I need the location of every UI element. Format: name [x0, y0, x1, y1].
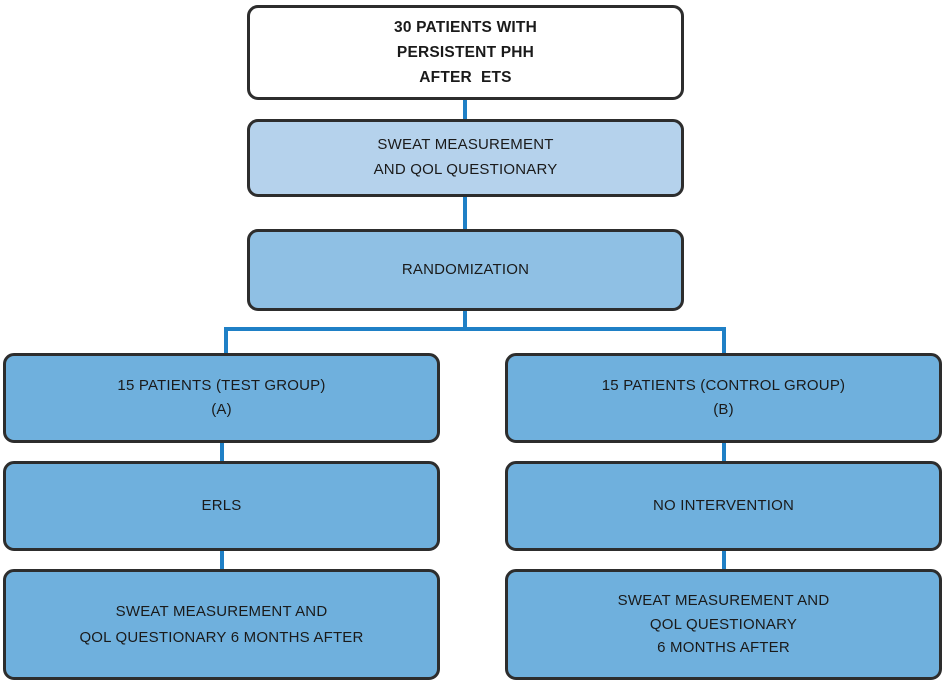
node-enrollment-line-1: 30 PATIENTS WITH: [394, 18, 537, 36]
node-enrollment-line-2: PERSISTENT PHH: [396, 43, 535, 61]
node-baseline-assessment: SWEAT MEASUREMENT AND QOL QUESTIONARY: [247, 119, 684, 197]
node-no-intervention: NO INTERVENTION: [505, 461, 942, 551]
connector-split-drop-right: [722, 327, 726, 355]
connector-randomization-stem: [463, 309, 467, 331]
connector-group-b-to-no-intervention: [722, 441, 726, 463]
node-baseline-assessment-line-1: SWEAT MEASUREMENT: [377, 136, 554, 154]
node-erls-line-1: ERLS: [201, 497, 242, 515]
node-followup-control-group-line-3: 6 MONTHS AFTER: [657, 639, 790, 657]
node-erls: ERLS: [3, 461, 440, 551]
node-no-intervention-line-1: NO INTERVENTION: [652, 497, 795, 515]
connector-randomization-split-bar: [224, 327, 726, 331]
node-control-group-line-2: (B): [713, 401, 734, 418]
node-randomization: RANDOMIZATION: [247, 229, 684, 311]
node-control-group-line-1: 15 PATIENTS (CONTROL GROUP): [601, 376, 846, 394]
node-followup-test-group: SWEAT MEASUREMENT AND QOL QUESTIONARY 6 …: [3, 569, 440, 680]
connector-no-intervention-to-outcome-b: [722, 549, 726, 571]
node-followup-control-group-line-1: SWEAT MEASUREMENT AND: [617, 591, 830, 609]
connector-group-a-to-erls: [220, 441, 224, 463]
node-baseline-assessment-line-2: AND QOL QUESTIONARY: [373, 161, 558, 178]
node-test-group: 15 PATIENTS (TEST GROUP) (A): [3, 353, 440, 443]
node-followup-test-group-line-2: QOL QUESTIONARY 6 MONTHS AFTER: [79, 628, 364, 646]
connector-split-drop-left: [224, 327, 228, 355]
connector-root-to-baseline: [463, 98, 467, 121]
node-followup-test-group-line-1: SWEAT MEASUREMENT AND: [115, 602, 328, 620]
node-test-group-line-2: (A): [211, 401, 232, 418]
node-test-group-line-1: 15 PATIENTS (TEST GROUP): [117, 376, 326, 394]
connector-erls-to-outcome-a: [220, 549, 224, 571]
node-enrollment: 30 PATIENTS WITH PERSISTENT PHH AFTER ET…: [247, 5, 684, 100]
node-randomization-line-1: RANDOMIZATION: [401, 261, 530, 279]
node-control-group: 15 PATIENTS (CONTROL GROUP) (B): [505, 353, 942, 443]
connector-baseline-to-randomization: [463, 195, 467, 231]
node-followup-control-group-line-2: QOL QUESTIONARY: [649, 615, 798, 633]
node-enrollment-line-3: AFTER ETS: [419, 69, 512, 87]
node-followup-control-group: SWEAT MEASUREMENT AND QOL QUESTIONARY 6 …: [505, 569, 942, 680]
